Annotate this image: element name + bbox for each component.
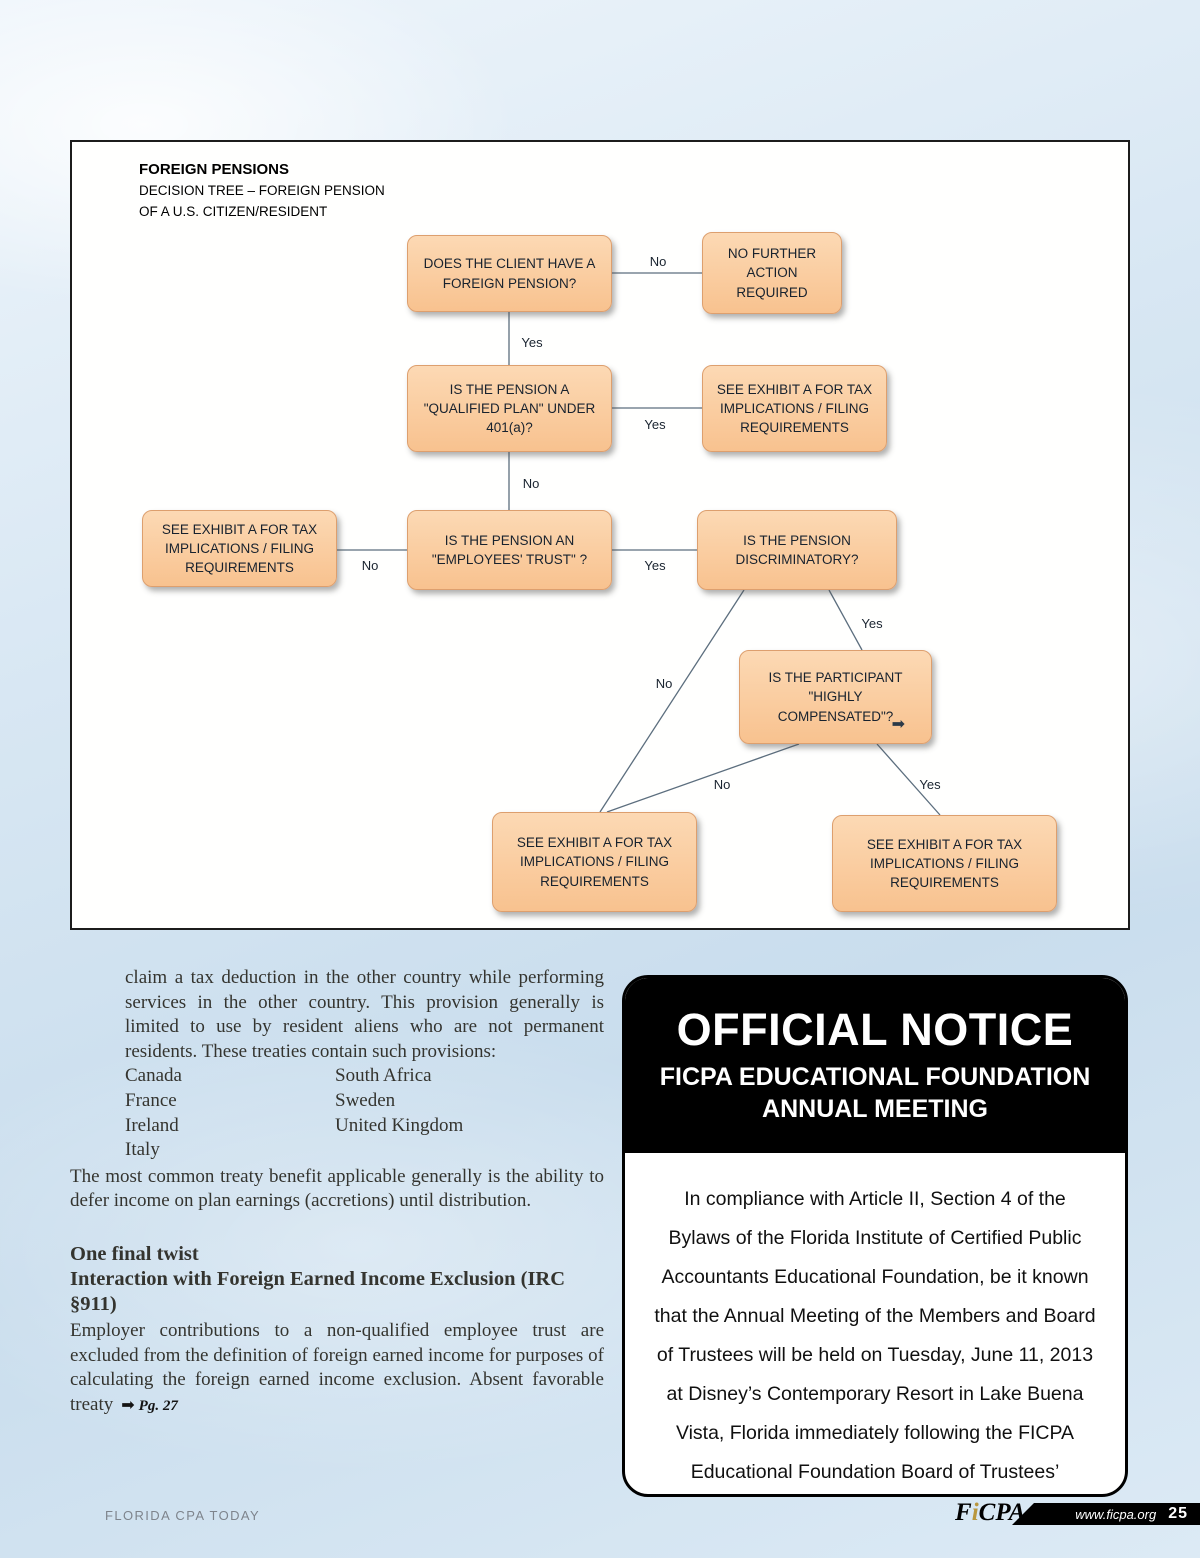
paragraph-final: Employer contributions to a non-qualifie… — [70, 1319, 604, 1418]
flowchart-connector — [828, 589, 863, 651]
flowchart-node-client-foreign-pension: DOES THE CLIENT HAVE A FOREIGN PENSION? — [407, 235, 612, 312]
official-notice-subtitle2: ANNUAL MEETING — [762, 1095, 988, 1123]
official-notice-subtitle1: FICPA EDUCATIONAL FOUNDATION — [659, 1063, 1091, 1091]
flowchart-title: FOREIGN PENSIONS DECISION TREE – FOREIGN… — [139, 158, 385, 223]
paragraph-treaty-provisions: claim a tax deduction in the other count… — [125, 967, 604, 1062]
flowchart-edge-label: Yes — [861, 616, 883, 631]
flowchart-title-line3: OF A U.S. CITIZEN/RESIDENT — [139, 204, 328, 220]
heading-interaction-feie: Interaction with Foreign Earned Income E… — [70, 1267, 566, 1315]
continued-page-reference: Pg. 27 — [138, 1397, 178, 1414]
publication-name: FLORIDA CPA TODAY — [105, 1508, 261, 1523]
official-notice-title: OFFICIAL NOTICE — [676, 1004, 1074, 1055]
flowchart-panel: FOREIGN PENSIONS DECISION TREE – FOREIGN… — [70, 140, 1130, 930]
paragraph-final-text: Employer contributions to a non-qualifie… — [70, 1319, 604, 1415]
flowchart-node-qualified-plan-401a: IS THE PENSION A "QUALIFIED PLAN" UNDER … — [407, 365, 612, 452]
country-name: Ireland — [125, 1114, 179, 1136]
flowchart-edge-label: Yes — [521, 335, 543, 350]
flowchart-node-exhibit-a-left: SEE EXHIBIT A FOR TAX IMPLICATIONS / FIL… — [142, 510, 337, 587]
ficpa-logo-i: i — [971, 1499, 979, 1526]
flowchart-node-employees-trust: IS THE PENSION AN "EMPLOYEES' TRUST" ? — [407, 510, 612, 590]
official-notice-header: OFFICIAL NOTICE FICPA EDUCATIONAL FOUNDA… — [625, 978, 1125, 1153]
country-row: Italy — [125, 1138, 604, 1163]
flowchart-edge-label: No — [523, 476, 540, 491]
official-notice-box: OFFICIAL NOTICE FICPA EDUCATIONAL FOUNDA… — [622, 975, 1128, 1497]
flowchart-title-line2: DECISION TREE – FOREIGN PENSION — [139, 183, 385, 199]
flowchart-edge-label: Yes — [644, 417, 666, 432]
heading-one-final-twist: One final twist — [70, 1242, 199, 1265]
country-name: United Kingdom — [335, 1114, 464, 1136]
article-column: claim a tax deduction in the other count… — [70, 966, 604, 1418]
flowchart-title-line1: FOREIGN PENSIONS — [139, 161, 290, 178]
flowchart-edge-label: No — [714, 777, 731, 792]
flowchart-edge-label: No — [650, 254, 667, 269]
country-name: Canada — [125, 1065, 182, 1087]
flowchart-edge-label: Yes — [919, 777, 941, 792]
flowchart-connector — [606, 743, 800, 813]
country-row: France Sweden — [125, 1089, 604, 1114]
flowchart-edge-label: No — [656, 676, 673, 691]
flowchart-connector — [876, 743, 941, 816]
flowchart-connector — [599, 589, 745, 813]
flowchart-node-exhibit-a-bottom-center: SEE EXHIBIT A FOR TAX IMPLICATIONS / FIL… — [492, 812, 697, 912]
flowchart-edge-label: Yes — [644, 558, 666, 573]
country-row: Canada South Africa — [125, 1064, 604, 1089]
paragraph-treaty-benefit: The most common treaty benefit applicabl… — [70, 1165, 604, 1212]
country-name: Sweden — [335, 1089, 396, 1111]
country-name: South Africa — [335, 1065, 432, 1087]
country-row: Ireland United Kingdom — [125, 1114, 604, 1139]
flowchart-node-no-further-action: NO FURTHER ACTION REQUIRED — [702, 232, 842, 314]
arrow-right-icon: ➡ — [891, 716, 905, 734]
footer-url: www.ficpa.org — [1075, 1506, 1157, 1522]
country-name: Italy — [125, 1139, 160, 1161]
flowchart-node-exhibit-a-right-top: SEE EXHIBIT A FOR TAX IMPLICATIONS / FIL… — [702, 365, 887, 452]
continued-arrow-icon: ➡ — [121, 1396, 135, 1414]
ficpa-logo-f: F — [955, 1499, 972, 1526]
page-number: 25 — [1168, 1505, 1188, 1522]
country-name: France — [125, 1089, 177, 1111]
flowchart-node-pension-discriminatory: IS THE PENSION DISCRIMINATORY? — [697, 510, 897, 590]
footer-bar: www.ficpa.org 25 — [1012, 1503, 1200, 1525]
official-notice-body: In compliance with Article II, Section 4… — [654, 1188, 1096, 1483]
flowchart-node-exhibit-a-bottom-right: SEE EXHIBIT A FOR TAX IMPLICATIONS / FIL… — [832, 815, 1057, 912]
flowchart-edge-label: No — [362, 558, 379, 573]
flowchart-node-highly-compensated: IS THE PARTICIPANT "HIGHLY COMPENSATED"?… — [739, 650, 932, 744]
